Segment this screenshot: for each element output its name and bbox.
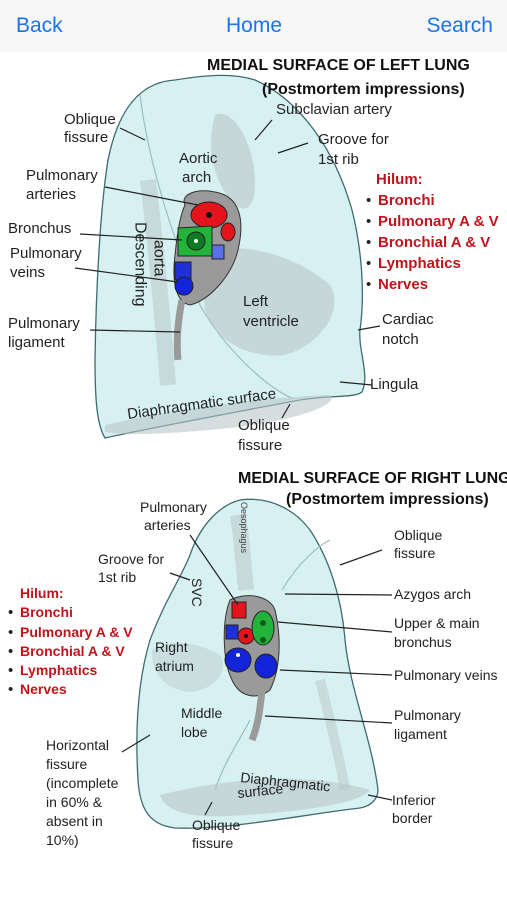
left-lung-subtitle: (Postmortem impressions) — [262, 81, 465, 98]
right-hilum-title: Hilum: — [20, 585, 64, 601]
label-middle-lobe-line2: lobe — [181, 724, 208, 740]
label-descending: Descending — [132, 222, 149, 307]
right-hilum-item: Nerves — [20, 681, 67, 697]
label-pulmonary-ligament-line2: ligament — [8, 334, 66, 351]
label-middle-lobe-line1: Middle — [181, 705, 222, 721]
label-subclavian-artery: Subclavian artery — [276, 101, 392, 118]
label-oblique-fissure-line2: fissure — [64, 129, 108, 146]
left-hilum-item: Pulmonary A & V — [378, 213, 499, 230]
label-upper-main-bronchus-line2: bronchus — [394, 634, 452, 650]
label-cardiac-notch-line2: notch — [382, 331, 419, 348]
right-hilum-item: Bronchial A & V — [20, 643, 125, 659]
label-r-pulmonary-ligament-line2: ligament — [394, 726, 447, 742]
label-horizontal-fissure-line1: Horizontal — [46, 737, 109, 753]
label-bronchus: Bronchus — [8, 220, 71, 237]
label-pulmonary-veins-line2: veins — [10, 264, 45, 281]
label-horizontal-fissure-line4: in 60% & — [46, 794, 103, 810]
label-r-oblique-fissure-bottom-line2: fissure — [192, 835, 233, 851]
label-oblique-fissure-line1: Oblique — [64, 111, 116, 128]
label-svc: SVC — [189, 578, 205, 607]
svg-text:•: • — [366, 213, 371, 230]
svg-text:•: • — [8, 624, 13, 641]
left-hilum-item: Nerves — [378, 276, 428, 293]
left-hilum-title: Hilum: — [376, 171, 423, 188]
right-lung-figure — [136, 498, 379, 829]
right-hilum-list: Hilum: • Bronchi • Pulmonary A & V • Bronch… — [8, 585, 133, 698]
svg-text:•: • — [8, 604, 13, 621]
right-hilum-item: Lymphatics — [20, 662, 97, 678]
label-r-pulmonary-arteries-line1: Pulmonary — [140, 499, 207, 515]
label-r-diaphragmatic-line2: surface — [237, 780, 285, 801]
label-inferior-border-line1: Inferior — [392, 792, 436, 808]
label-horizontal-fissure-line2: fissure — [46, 756, 87, 772]
label-right-atrium-line2: atrium — [155, 658, 194, 674]
label-oblique-fissure-bottom-line1: Oblique — [238, 417, 290, 434]
home-button[interactable]: Home — [226, 14, 283, 37]
svg-text:•: • — [8, 662, 13, 679]
label-oblique-fissure-bottom-line2: fissure — [238, 437, 282, 454]
svg-text:•: • — [366, 192, 371, 209]
right-lung-title: MEDIAL SURFACE OF RIGHT LUNG — [238, 470, 507, 487]
label-left-ventricle-line1: Left — [243, 293, 269, 310]
svg-text:•: • — [8, 681, 13, 698]
label-r-oblique-fissure-bottom-line1: Oblique — [192, 817, 240, 833]
left-hilum-item: Lymphatics — [378, 255, 461, 272]
back-button[interactable]: Back — [16, 14, 63, 37]
label-inferior-border-line2: border — [392, 810, 433, 826]
label-horizontal-fissure-line5: absent in — [46, 813, 103, 829]
label-pulmonary-arteries-line1: Pulmonary — [26, 167, 98, 184]
right-leader-lines — [121, 534, 393, 816]
label-groove-first-rib-line2: 1st rib — [318, 151, 359, 168]
left-hilum-list: Hilum: • Bronchi • Pulmonary A & V • Bronch… — [366, 171, 499, 293]
label-r-pulmonary-veins: Pulmonary veins — [394, 667, 498, 683]
label-aortic-arch-line2: arch — [182, 169, 211, 186]
label-left-ventricle-line2: ventricle — [243, 313, 299, 330]
label-horizontal-fissure-line3: (incomplete — [46, 775, 119, 791]
left-lung-title: MEDIAL SURFACE OF LEFT LUNG — [207, 57, 470, 74]
label-azygos-arch: Azygos arch — [394, 586, 471, 602]
left-lung-figure — [94, 74, 366, 439]
label-oesophagus: Oesophagus — [239, 502, 249, 554]
right-hilum-item: Pulmonary A & V — [20, 624, 133, 640]
label-r-groove-first-rib-line2: 1st rib — [98, 569, 136, 585]
label-r-oblique-fissure-line2: fissure — [394, 545, 435, 561]
label-right-atrium-line1: Right — [155, 639, 188, 655]
label-groove-first-rib-line1: Groove for — [318, 131, 389, 148]
search-button[interactable]: Search — [426, 14, 493, 37]
left-leader-lines — [74, 119, 381, 419]
label-r-pulmonary-ligament-line1: Pulmonary — [394, 707, 461, 723]
right-lung-subtitle: (Postmortem impressions) — [286, 491, 489, 508]
label-aortic-arch-line1: Aortic — [179, 150, 218, 167]
navigation-bar: Back Home Search — [0, 0, 507, 52]
svg-text:•: • — [366, 276, 371, 293]
label-horizontal-fissure-line6: 10%) — [46, 832, 79, 848]
label-pulmonary-ligament-line1: Pulmonary — [8, 315, 80, 332]
svg-text:•: • — [8, 643, 13, 660]
label-pulmonary-veins-line1: Pulmonary — [10, 245, 82, 262]
label-r-groove-first-rib-line1: Groove for — [98, 551, 164, 567]
label-upper-main-bronchus-line1: Upper & main — [394, 615, 480, 631]
svg-text:•: • — [366, 255, 371, 272]
left-hilum-item: Bronchi — [378, 192, 435, 209]
left-hilum-item: Bronchial A & V — [378, 234, 490, 251]
label-r-oblique-fissure-line1: Oblique — [394, 527, 442, 543]
svg-text:•: • — [366, 234, 371, 251]
right-hilum-item: Bronchi — [20, 604, 73, 620]
label-r-pulmonary-arteries-line2: arteries — [144, 517, 191, 533]
label-cardiac-notch-line1: Cardiac — [382, 311, 434, 328]
label-pulmonary-arteries-line2: arteries — [26, 186, 76, 203]
label-aorta: aorta — [151, 240, 168, 277]
label-lingula: Lingula — [370, 376, 419, 393]
